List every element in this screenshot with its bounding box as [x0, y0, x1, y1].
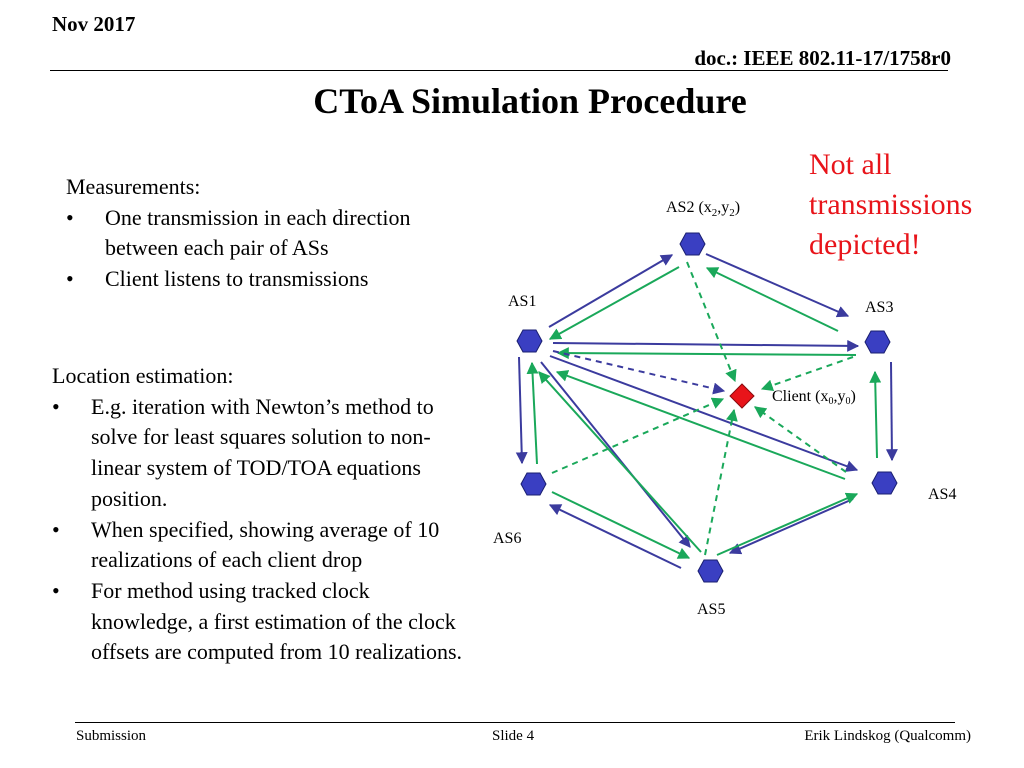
- as3-node: [864, 330, 891, 354]
- bullet-text: Client listens to transmissions: [105, 266, 369, 292]
- dashed-as2-to-client: [686, 261, 737, 383]
- as2-label-sub: 2: [712, 207, 718, 219]
- arrow-as4-to-as3: [869, 370, 882, 459]
- as4-label: AS4: [928, 486, 956, 503]
- bullet-text: One transmission in each direction betwe…: [105, 204, 411, 261]
- as2-node: [679, 232, 706, 256]
- arrow-as5-to-as4: [716, 492, 859, 556]
- footer-author: Erik Lindskog (Qualcomm): [804, 728, 971, 744]
- footer-submission: Submission: [76, 728, 147, 744]
- note-line-3: depicted!: [809, 228, 921, 261]
- dashed-as6-to-client: [551, 397, 725, 474]
- slide-title: CToA Simulation Procedure: [313, 81, 747, 121]
- as6-node: [520, 472, 547, 496]
- measurements-section: Measurements: • One transmission in each…: [66, 172, 446, 295]
- bullet-text: E.g. iteration with Newton’s method to s…: [91, 393, 434, 511]
- arrow-as2-to-as1: [548, 266, 680, 340]
- arrow-as2-to-as3: [705, 253, 850, 318]
- arrow-as1-to-as5: [540, 361, 691, 548]
- arrow-as1-to-as3: [552, 339, 860, 352]
- location-estimation-section: Location estimation: • E.g. iteration wi…: [52, 361, 472, 668]
- arrow-as1-to-as2: [548, 254, 674, 328]
- client-label-end: ): [850, 388, 855, 405]
- bullet-dot: •: [66, 204, 74, 230]
- transmissions-note: Not all transmissions depicted!: [809, 145, 972, 265]
- as2-label-mid: ,y: [717, 199, 729, 216]
- client-label-mid: ,y: [833, 388, 845, 405]
- arrow-as3-to-as4: [885, 361, 898, 462]
- bullet-dot: •: [52, 516, 60, 542]
- bullet-dot: •: [66, 266, 74, 292]
- client-node: [729, 383, 755, 409]
- bullet-item: • Client listens to transmissions: [66, 264, 446, 295]
- client-label: Client (x0,y0): [772, 388, 856, 407]
- header-date: Nov 2017: [52, 12, 136, 36]
- arrow-as6-to-as1: [526, 361, 539, 465]
- client-transmissions: [551, 261, 854, 556]
- as5-label: AS5: [697, 601, 725, 618]
- bullet-item: • E.g. iteration with Newton’s method to…: [52, 392, 472, 515]
- as6-label: AS6: [493, 530, 521, 547]
- client-label-sub: 0: [828, 396, 833, 407]
- header-divider: [50, 70, 948, 71]
- as3-label: AS3: [865, 299, 893, 316]
- arrow-as4-to-as1: [555, 370, 846, 480]
- arrow-as4-to-as5: [728, 498, 854, 555]
- dashed-as3-to-client: [760, 356, 854, 392]
- access-stations: [516, 232, 898, 583]
- arrow-as1-to-as6: [515, 356, 528, 465]
- as2-label-text: AS2 (x: [666, 199, 712, 216]
- as2-label: AS2 (x2,y2): [666, 199, 740, 219]
- note-line-2: transmissions: [809, 188, 973, 221]
- as1-label: AS1: [508, 293, 536, 310]
- blue-transmissions: [515, 253, 898, 569]
- bullet-dot: •: [52, 393, 60, 419]
- bullet-text: When specified, showing average of 10 re…: [91, 516, 440, 573]
- bullet-dot: •: [52, 577, 60, 603]
- bullet-text: For method using tracked clock knowledge…: [91, 577, 463, 665]
- arrow-as6-to-as5: [551, 491, 691, 559]
- header-doc-id: doc.: IEEE 802.11-17/1758r0: [694, 46, 951, 70]
- green-transmissions: [526, 266, 882, 559]
- as1-node: [516, 329, 543, 353]
- bullet-item: • For method using tracked clock knowled…: [52, 576, 472, 668]
- arrow-as5-to-as6: [548, 504, 682, 569]
- as2-label-sub: 2: [729, 207, 735, 219]
- arrow-as1-to-as4: [549, 355, 859, 472]
- location-heading: Location estimation:: [52, 363, 234, 388]
- as2-label-end: ): [735, 199, 740, 216]
- bullet-item: • One transmission in each direction bet…: [66, 203, 446, 264]
- arrow-as3-to-as1: [556, 347, 857, 360]
- footer-divider: [75, 722, 955, 723]
- footer-slide-number: Slide 4: [492, 728, 535, 744]
- as5-node: [697, 559, 724, 583]
- arrow-as5-to-as1: [538, 371, 702, 553]
- dashed-as1-to-client: [552, 350, 726, 395]
- bullet-item: • When specified, showing average of 10 …: [52, 515, 472, 576]
- client-label-sub: 0: [845, 396, 850, 407]
- client-label-text: Client (x: [772, 388, 828, 405]
- measurements-heading: Measurements:: [66, 174, 201, 199]
- dashed-as5-to-client: [704, 408, 738, 556]
- note-line-1: Not all: [809, 148, 892, 181]
- as4-node: [871, 471, 898, 495]
- dashed-as4-to-client: [754, 406, 847, 473]
- arrow-as3-to-as2: [705, 267, 839, 332]
